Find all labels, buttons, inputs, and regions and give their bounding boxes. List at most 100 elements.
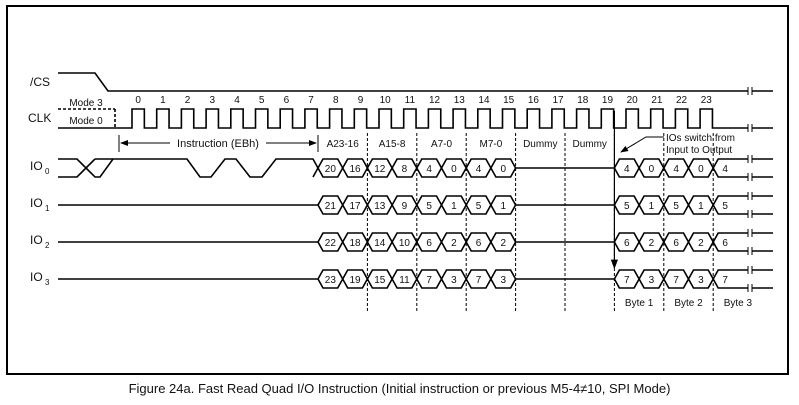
io3-input-bit-5-value: 3 xyxy=(451,275,457,286)
byte-label-1: Byte 1 xyxy=(625,298,654,309)
clock-number-12: 12 xyxy=(429,95,441,106)
io0-label: IO xyxy=(30,159,43,173)
io0-output-bit-1-value: 0 xyxy=(649,164,655,175)
io2-output-bit-3-value: 2 xyxy=(698,238,704,249)
io1-label: IO xyxy=(30,196,43,210)
io0-input-bit-6-value: 4 xyxy=(476,164,482,175)
clock-number-22: 22 xyxy=(676,95,688,106)
io3-output-bit-4-value: 7 xyxy=(722,275,728,286)
io1-input-bit-7-value: 1 xyxy=(500,201,506,212)
io3-input-bit-0-value: 23 xyxy=(325,275,337,286)
io3-output-bit-2-value: 7 xyxy=(673,275,679,286)
clk-mode0-label: Mode 0 xyxy=(69,116,103,127)
io3-output-bit-3-value: 3 xyxy=(698,275,704,286)
io2-output-bit-2-value: 6 xyxy=(673,238,679,249)
figure-caption: Figure 24a. Fast Read Quad I/O Instructi… xyxy=(128,381,671,396)
cs-waveform xyxy=(58,72,748,92)
clock-number-13: 13 xyxy=(454,95,466,106)
diagram-frame xyxy=(6,5,789,375)
segment-label-3: M7-0 xyxy=(480,139,503,150)
io0-input-bit-4-value: 4 xyxy=(426,164,432,175)
clock-number-8: 8 xyxy=(333,95,339,106)
io0-input-bit-5-value: 0 xyxy=(451,164,457,175)
io3-output-bit-1-value: 3 xyxy=(649,275,655,286)
clk-waveform xyxy=(58,108,748,129)
clock-number-11: 11 xyxy=(405,95,416,106)
io1-output-bit-4-value: 5 xyxy=(722,201,728,212)
io2-input-bit-4-value: 6 xyxy=(426,238,432,249)
clock-number-19: 19 xyxy=(602,95,614,106)
io2-input-bit-1-value: 18 xyxy=(349,238,361,249)
io0-hex-entry xyxy=(312,167,319,178)
io0-output-bit-0-value: 4 xyxy=(624,164,630,175)
io3-input-bit-1-value: 19 xyxy=(349,275,361,286)
clock-number-18: 18 xyxy=(577,95,589,106)
io3-input-bit-2-value: 15 xyxy=(374,275,386,286)
io-switch-annotation-line2: Input to Output xyxy=(666,145,732,156)
io2-input-bit-3-value: 10 xyxy=(399,238,411,249)
instruction-label: Instruction (EBh) xyxy=(177,138,259,150)
clock-number-10: 10 xyxy=(380,95,392,106)
io3-label: IO xyxy=(30,270,43,284)
io3-input-bit-3-value: 11 xyxy=(399,275,410,286)
io1-output-bit-2-value: 5 xyxy=(673,201,679,212)
io-switch-annotation-line1: IOs switch from xyxy=(666,133,735,144)
clock-number-15: 15 xyxy=(503,95,515,106)
io3-input-bit-6-value: 7 xyxy=(476,275,482,286)
segment-label-4: Dummy xyxy=(523,139,557,150)
io0-instruction-waveform xyxy=(58,158,319,178)
clock-number-14: 14 xyxy=(478,95,490,106)
io0-output-bit-2-value: 4 xyxy=(673,164,679,175)
io3-input-bit-4-value: 7 xyxy=(426,275,432,286)
clock-number-1: 1 xyxy=(160,95,166,106)
io1-output-bit-0-value: 5 xyxy=(624,201,630,212)
io1-input-bit-5-value: 1 xyxy=(451,201,457,212)
io1-input-bit-4-value: 5 xyxy=(426,201,432,212)
io1-input-bit-6-value: 5 xyxy=(476,201,482,212)
clk-mode3-label: Mode 3 xyxy=(69,98,103,109)
segment-label-5: Dummy xyxy=(572,139,606,150)
io1-input-bit-2-value: 13 xyxy=(374,201,386,212)
io0-input-bit-2-value: 12 xyxy=(374,164,386,175)
io2-input-bit-2-value: 14 xyxy=(374,238,386,249)
segment-label-0: A23-16 xyxy=(327,139,360,150)
io0-input-bit-7-value: 0 xyxy=(500,164,506,175)
clock-number-2: 2 xyxy=(185,95,191,106)
io1-input-bit-3-value: 9 xyxy=(402,201,408,212)
segment-label-2: A7-0 xyxy=(431,139,453,150)
clock-number-17: 17 xyxy=(553,95,565,106)
clock-number-21: 21 xyxy=(651,95,663,106)
io0-input-bit-1-value: 16 xyxy=(349,164,361,175)
io2-input-bit-0-value: 22 xyxy=(325,238,337,249)
io1-output-bit-1-value: 1 xyxy=(649,201,655,212)
byte-label-2: Byte 2 xyxy=(674,298,703,309)
clock-number-5: 5 xyxy=(259,95,265,106)
clock-number-7: 7 xyxy=(308,95,314,106)
byte-label-3: Byte 3 xyxy=(724,298,753,309)
segment-label-1: A15-8 xyxy=(379,139,406,150)
io0-input-bit-3-value: 8 xyxy=(402,164,408,175)
io2-output-bit-4-value: 6 xyxy=(722,238,728,249)
io2-output-bit-0-value: 6 xyxy=(624,238,630,249)
io0-output-bit-4 xyxy=(712,158,748,178)
io2-input-bit-7-value: 2 xyxy=(500,238,506,249)
clock-number-4: 4 xyxy=(234,95,240,106)
io1-input-bit-1-value: 17 xyxy=(349,201,361,212)
clock-number-0: 0 xyxy=(135,95,141,106)
clock-number-16: 16 xyxy=(528,95,540,106)
io2-output-bit-4 xyxy=(712,232,748,252)
clock-number-6: 6 xyxy=(284,95,290,106)
io-switch-annotation-arrow xyxy=(620,136,664,153)
clk-label: CLK xyxy=(28,111,51,125)
io0-dont-care-cross xyxy=(58,158,96,178)
clock-number-23: 23 xyxy=(701,95,713,106)
clock-number-20: 20 xyxy=(627,95,639,106)
io1-output-bit-3-value: 1 xyxy=(698,201,704,212)
io0-output-bit-4-value: 4 xyxy=(722,164,728,175)
io0-input-bit-0-value: 20 xyxy=(325,164,337,175)
io2-label-subscript: 2 xyxy=(45,241,50,250)
io2-input-bit-5-value: 2 xyxy=(451,238,457,249)
io3-input-bit-7-value: 3 xyxy=(500,275,506,286)
io2-input-bit-6-value: 6 xyxy=(476,238,482,249)
io3-label-subscript: 3 xyxy=(45,278,50,287)
